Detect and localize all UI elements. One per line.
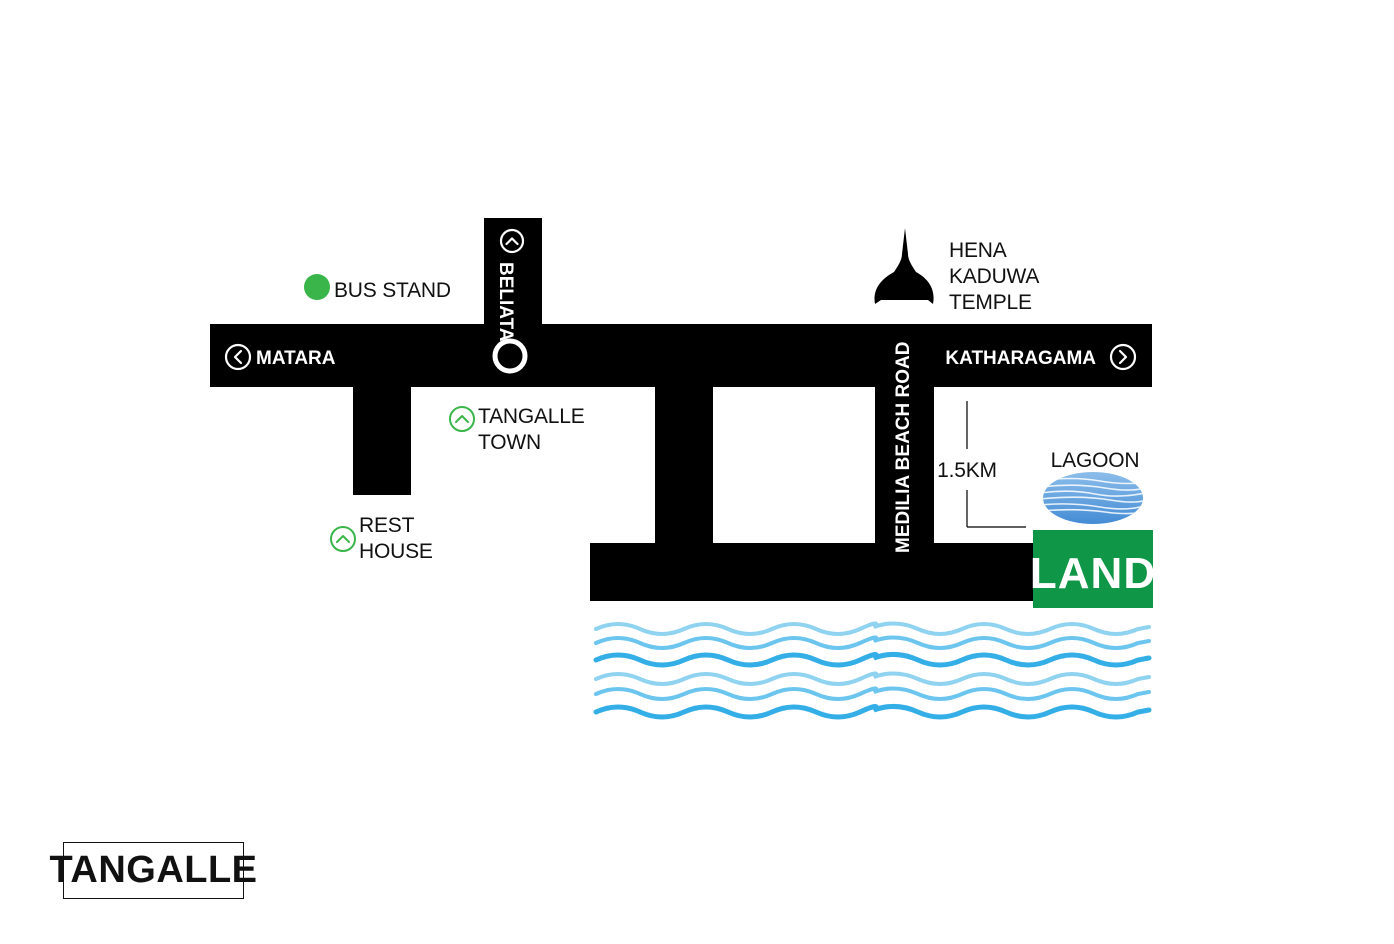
bus-stand-label: BUS STAND (334, 279, 451, 302)
sea-waves-icon (593, 621, 1152, 720)
lagoon-icon (1043, 472, 1143, 524)
chevron-right-circle-icon (1109, 343, 1137, 371)
main-road (210, 324, 1152, 387)
rest-house-chevron-up-icon (330, 526, 356, 552)
distance-label: 1.5KM (937, 459, 997, 482)
town-label-line2: TOWN (478, 431, 541, 454)
matara-label: MATARA (256, 348, 336, 369)
bus-stand-icon (304, 274, 330, 300)
medilia-beach-road-label: MEDILIA BEACH ROAD (893, 342, 914, 553)
coastal-road (590, 543, 1040, 601)
town-chevron-up-icon (449, 406, 475, 432)
city-name-box: TANGALLE (49, 842, 257, 899)
medilia-beach-road (875, 385, 934, 547)
lagoon-label: LAGOON (1051, 449, 1140, 472)
distance-bracket (966, 401, 1026, 528)
land-marker (1033, 530, 1153, 608)
temple-label-line1: HENA (949, 239, 1007, 262)
beliata-arrow-icon (499, 228, 525, 254)
side-road (655, 385, 713, 547)
stupa-icon (874, 228, 934, 304)
roundabout-icon (492, 338, 528, 374)
rest-house-road (353, 385, 411, 495)
chevron-left-circle-icon (224, 343, 252, 371)
land-label: LAND (1030, 549, 1156, 598)
temple-label-line2: KADUWA (949, 265, 1039, 288)
temple-label-line3: TEMPLE (949, 291, 1032, 314)
beliata-road (484, 218, 542, 328)
rest-house-label-line2: HOUSE (359, 540, 433, 563)
beliata-label: BELIATA (495, 262, 516, 342)
roads (210, 218, 1152, 601)
town-label-line1: TANGALLE (478, 405, 585, 428)
katharagama-label: KATHARAGAMA (945, 348, 1096, 369)
city-name: TANGALLE (49, 849, 258, 891)
rest-house-label-line1: REST (359, 514, 415, 537)
